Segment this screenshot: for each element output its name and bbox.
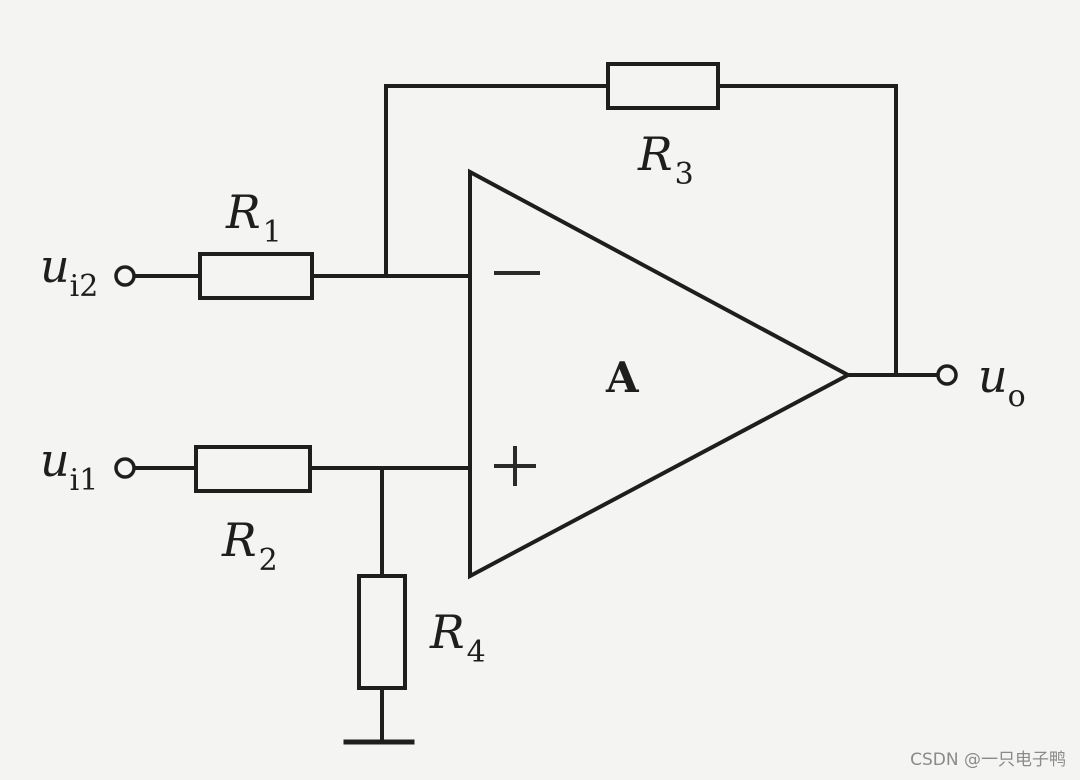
label-r1: R1 [225,185,282,250]
terminal-ui2 [114,265,136,287]
label-r2: R2 [221,513,278,578]
label-amplifier: A [605,353,640,402]
resistor-r1 [198,252,314,300]
noninverting-input-sign [494,446,536,486]
terminal-uo [936,364,958,386]
label-ui2: ui2 [40,239,98,304]
label-ui1: ui1 [40,433,98,498]
wire-feedback-left [384,84,610,278]
watermark-text: CSDN @一只电子鸭 [910,750,1066,770]
label-uo: uo [978,349,1026,414]
label-r4: R4 [429,605,486,670]
label-r3: R3 [637,127,694,192]
wire-feedback-right [716,84,898,377]
resistor-r3 [606,62,720,110]
wires [132,84,940,745]
terminal-ui1 [114,457,136,479]
op-amp-triangle [468,168,853,580]
resistor-r2 [194,445,312,493]
resistor-r4 [357,574,407,690]
